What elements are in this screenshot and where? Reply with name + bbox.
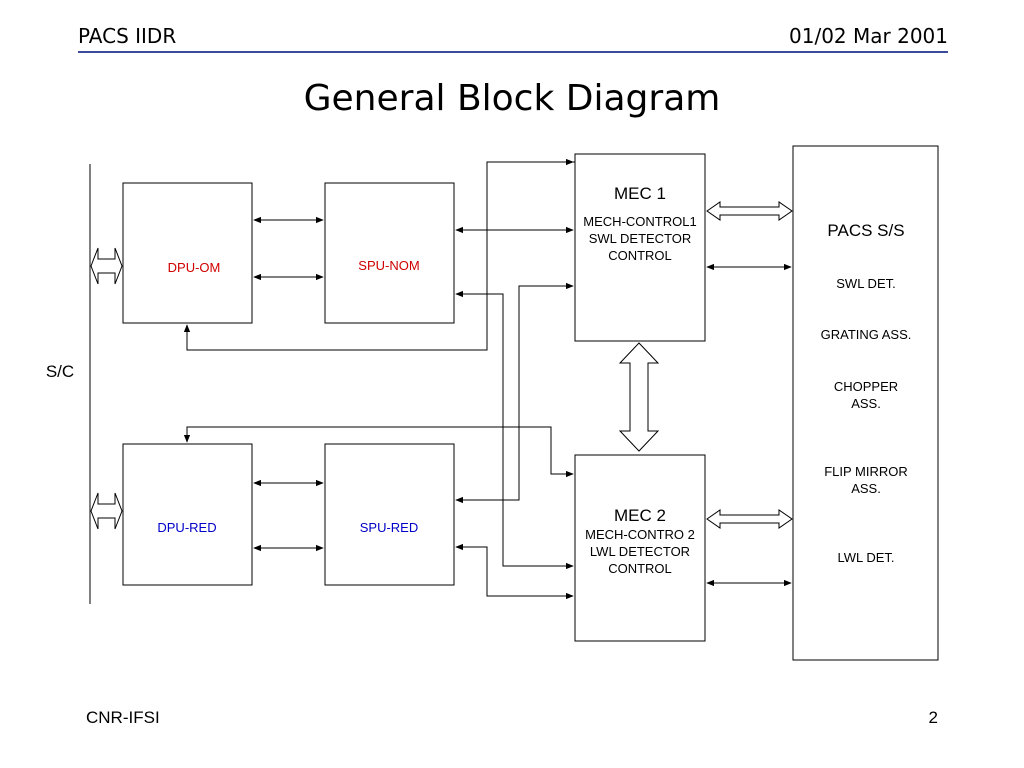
- mec1-pacs-hollow-arrow: [706, 201, 793, 221]
- mec2-line-3: CONTROL: [608, 561, 672, 576]
- mec1-title: MEC 1: [614, 184, 666, 203]
- header-left: PACS IIDR: [78, 24, 177, 48]
- mec2-dpu-red-wire: [183, 426, 574, 478]
- header-rule: [78, 51, 948, 53]
- dpu-om-label: DPU-OM: [168, 260, 221, 275]
- footer-left: CNR-IFSI: [86, 708, 160, 727]
- mec2-box: [574, 454, 706, 642]
- mec2-line-1: MECH-CONTRO 2: [585, 527, 695, 542]
- mec2-line-2: LWL DETECTOR: [590, 544, 690, 559]
- pacs-ss-title: PACS S/S: [827, 221, 904, 240]
- spu-red-label: SPU-RED: [360, 520, 419, 535]
- dpu-red-label: DPU-RED: [157, 520, 216, 535]
- spu-nom-label: SPU-NOM: [358, 258, 419, 273]
- mec1-box: [574, 153, 706, 342]
- mec1-mec2-hollow-arrow: [618, 342, 660, 452]
- mec1-line-1: MECH-CONTROL1: [583, 214, 696, 229]
- pacs-item-chopper: CHOPPER: [834, 379, 898, 394]
- page-title: General Block Diagram: [303, 78, 721, 119]
- dpu-red-box: [122, 443, 253, 586]
- spu-red-box: [324, 443, 455, 586]
- spu-red-mec2-wire: [455, 543, 574, 600]
- mec1-spu-red-wire: [455, 282, 574, 504]
- pacs-ss-box: [792, 145, 939, 661]
- mec2-pacs-hollow-arrow: [706, 509, 793, 529]
- mec2-title: MEC 2: [614, 506, 666, 525]
- sc-dpu-red-hollow-arrow: [90, 492, 123, 530]
- dpu-om-box: [122, 182, 253, 324]
- sc-dpu-om-hollow-arrow: [90, 247, 123, 285]
- pacs-item-grating: GRATING ASS.: [821, 327, 912, 342]
- spu-nom-box: [324, 182, 455, 324]
- spu-nom-mec2-wire: [455, 290, 574, 570]
- pacs-item-flip-mirror: FLIP MIRROR: [824, 464, 908, 479]
- pacs-item-lwl-det: LWL DET.: [837, 550, 894, 565]
- sc-label: S/C: [46, 362, 74, 381]
- header-right: 01/02 Mar 2001: [789, 24, 948, 48]
- pacs-item-chopper-ass: ASS.: [851, 396, 881, 411]
- pacs-item-swl-det: SWL DET.: [836, 276, 895, 291]
- footer-page-number: 2: [928, 708, 938, 727]
- mec1-line-3: CONTROL: [608, 248, 672, 263]
- pacs-item-flip-mirror-ass: ASS.: [851, 481, 881, 496]
- mec1-line-2: SWL DETECTOR: [589, 231, 692, 246]
